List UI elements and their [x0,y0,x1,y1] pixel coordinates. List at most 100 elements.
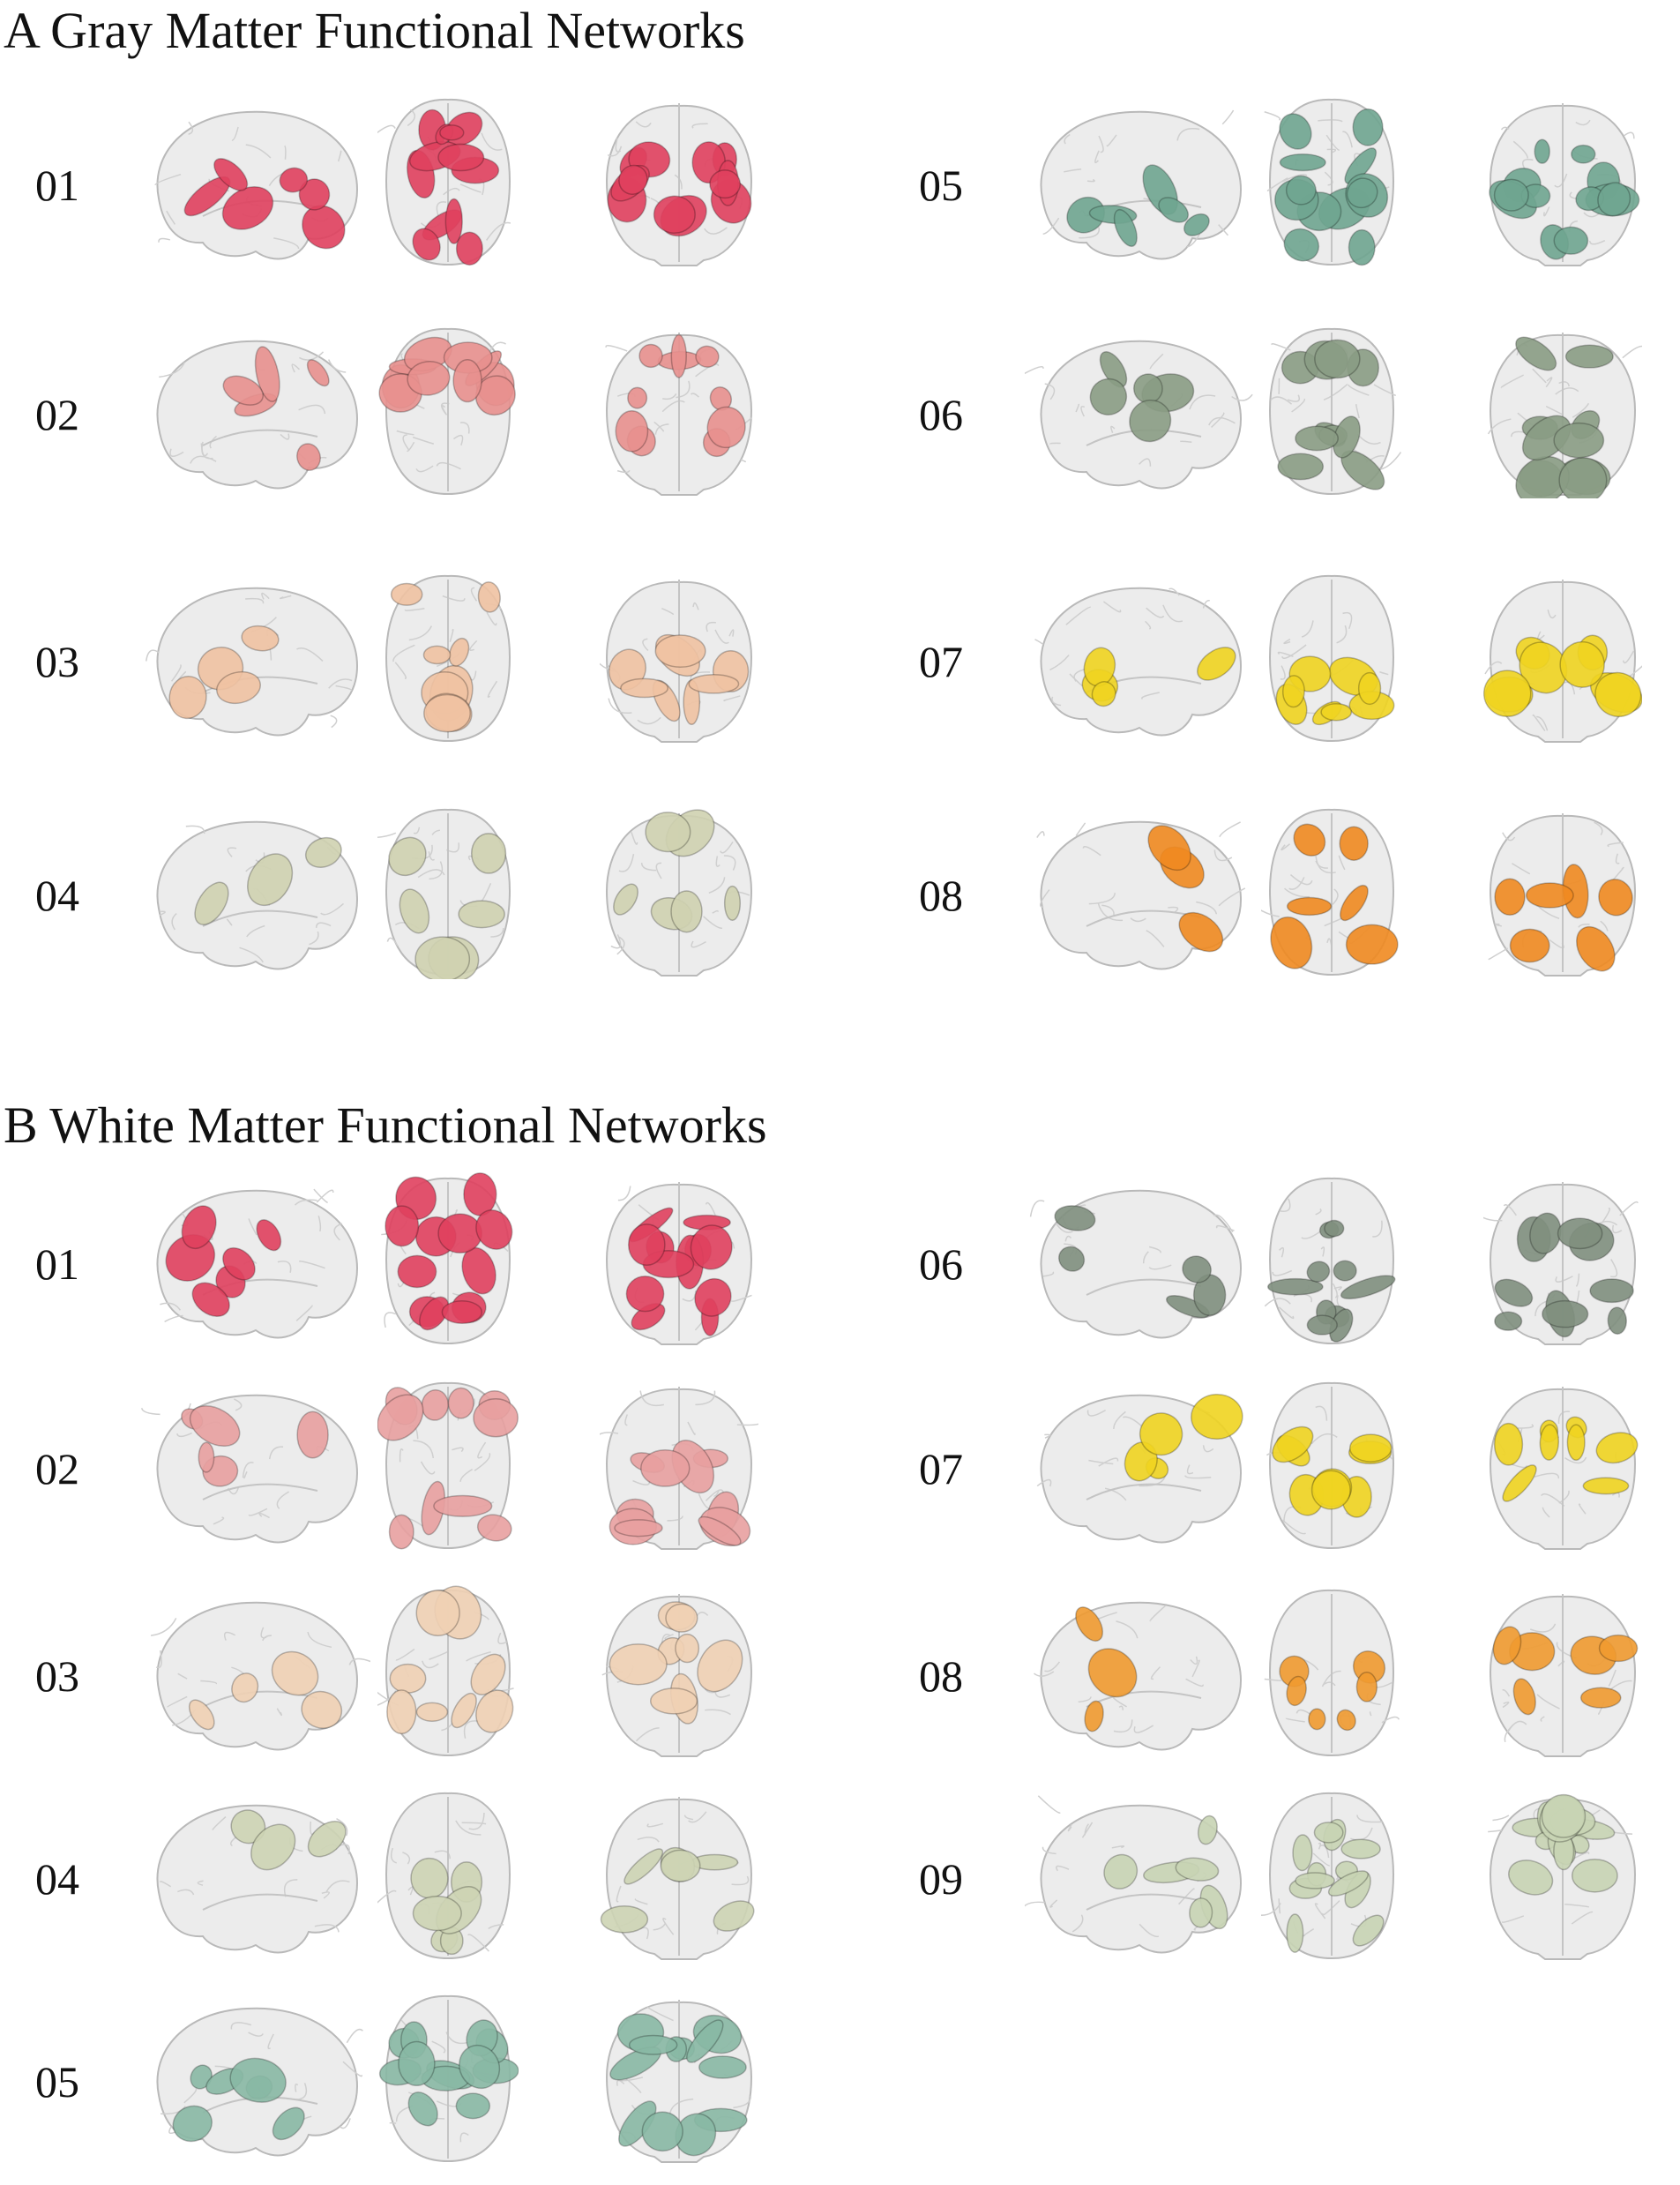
network-row: 04 [26,803,767,988]
activation-region [1175,1857,1220,1882]
activation-region [1542,1299,1589,1328]
activation-region [399,888,430,934]
activation-region [256,1219,282,1252]
activation-region [296,1411,329,1459]
activation-region [1508,1859,1554,1896]
brain-sagittal-icon [141,1583,370,1760]
activation-region [452,359,482,403]
brain-coronal-icon [1483,93,1642,269]
activation-region [600,1905,649,1934]
activation-region [423,693,471,733]
activation-region [473,1398,519,1438]
network-label: 03 [35,637,79,686]
activation-region [1571,1858,1618,1893]
activation-region [690,1224,733,1270]
activation-region [1553,226,1589,255]
brain-sagittal-icon [1025,1786,1254,1963]
activation-region [1352,108,1384,146]
activation-region [1348,1433,1393,1463]
brain-coronal-icon [600,803,758,979]
activation-region [1314,339,1361,379]
activation-region [1355,1672,1378,1702]
activation-region [1189,1897,1213,1928]
brain-outline [156,587,359,737]
brain-coronal-icon [600,1376,758,1553]
activation-region [455,231,483,266]
network-row: 02 [26,322,767,507]
brain-coronal-icon [1483,803,1642,979]
activation-region [614,1519,663,1538]
activation-region [421,1389,450,1421]
activation-region [222,375,264,406]
activation-region [307,1821,347,1858]
brain-axial-icon [377,322,519,498]
activation-region [1197,647,1236,681]
activation-region [1340,1838,1381,1859]
network-label: 02 [35,390,79,439]
activation-region [1557,1217,1603,1250]
activation-region [296,443,321,471]
activation-region [1541,1793,1587,1838]
activation-region [229,2057,287,2103]
activation-region [439,124,465,141]
activation-region [628,2034,678,2055]
network-label: 06 [919,390,963,439]
activation-region [1113,208,1138,248]
activation-region [198,1441,215,1473]
activation-region [1336,1709,1356,1732]
activation-region [1494,1311,1523,1331]
activation-region [609,1643,668,1686]
activation-region [613,883,638,916]
brain-axial-icon [377,803,519,979]
activation-region [390,582,423,606]
brain-outline [1040,587,1243,737]
activation-region [694,1277,732,1317]
activation-region [477,581,501,613]
brain-coronal-icon [600,1583,758,1760]
activation-region [1333,1260,1357,1282]
brain-sagittal-icon [1025,1171,1254,1348]
network-row: 03 [26,1583,767,1769]
activation-region [1493,1422,1524,1466]
activation-region [1279,113,1312,150]
network-row: 08 [910,1583,1651,1769]
brain-axial-icon [377,1786,519,1963]
activation-region [441,1300,483,1325]
activation-region [1575,925,1616,972]
activation-region [1066,196,1106,234]
activation-region [723,885,742,921]
activation-region [1293,823,1326,857]
activation-region [451,1692,477,1729]
activation-region [1597,182,1631,217]
network-label: 04 [35,1854,79,1904]
activation-region [455,2092,491,2120]
network-row: 08 [910,803,1651,988]
activation-region [627,386,648,409]
activation-region [1571,144,1596,164]
brain-sagittal-icon [1025,569,1254,745]
brain-sagittal-icon [1025,1376,1254,1553]
brain-coronal-icon [600,1171,758,1348]
activation-region [1494,878,1526,917]
activation-region [1509,928,1550,963]
brain-axial-icon [377,1583,519,1760]
activation-region [1589,1278,1634,1304]
activation-region [1054,1205,1096,1231]
section-title: B White Matter Functional Networks [4,1096,767,1154]
network-label: 01 [35,161,79,210]
network-label: 08 [919,1651,963,1701]
activation-region [422,645,452,665]
activation-region [665,1603,698,1633]
activation-region [385,1205,420,1247]
activation-region [1313,1822,1344,1844]
activation-region [1598,1634,1639,1663]
network-row: 07 [910,1376,1651,1561]
activation-region [191,1282,230,1318]
brain-axial-icon [1261,803,1402,979]
brain-sagittal-icon [1025,1583,1254,1760]
brain-sagittal-icon [1025,803,1254,979]
activation-region [625,1276,665,1313]
network-row: 06 [910,1171,1651,1357]
network-row: 05 [910,93,1651,278]
activation-region [475,1209,513,1250]
